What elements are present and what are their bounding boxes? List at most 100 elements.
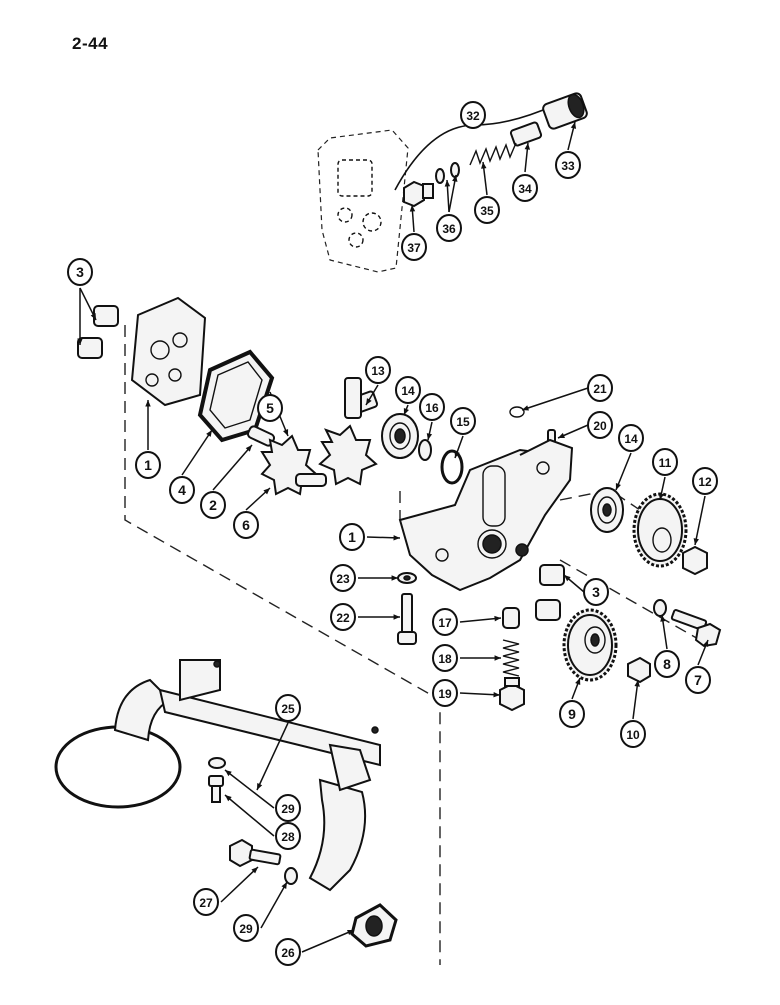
callout-circle: [275, 938, 301, 966]
plug-19: [499, 677, 525, 712]
washer-8: [653, 599, 667, 617]
callout-number: 7: [694, 672, 702, 688]
callout-number: 3: [76, 264, 84, 280]
callout-circle: [685, 666, 711, 694]
callout-arrowhead: [493, 691, 500, 698]
callout-20: 20: [587, 411, 613, 439]
callout-number: 27: [199, 896, 213, 910]
callout-circle: [436, 214, 462, 242]
callout-arrowhead: [615, 483, 621, 490]
callout-4: 4: [169, 476, 195, 504]
callout-number: 16: [425, 401, 439, 415]
plug-37: [403, 180, 434, 208]
callout-number: 4: [178, 482, 186, 498]
callout-circle: [559, 700, 585, 728]
callout-13: 13: [365, 356, 391, 384]
callout-labels: 3233343536373142651314161521201411121232…: [67, 101, 718, 966]
callout-number: 34: [518, 182, 532, 196]
callout-6: 6: [233, 511, 259, 539]
callout-2: 2: [200, 491, 226, 519]
callout-circle: [419, 393, 445, 421]
callout-leader-line: [256, 722, 289, 791]
drive-gear-11: [632, 492, 688, 568]
callout-circle: [330, 603, 356, 631]
callout-circle: [233, 914, 259, 942]
callout-circle: [654, 650, 680, 678]
callout-leader-line: [260, 881, 288, 929]
callout-26: 26: [275, 938, 301, 966]
idler-gear-9: [562, 608, 618, 682]
callout-number: 26: [281, 946, 295, 960]
callout-1: 1: [135, 451, 161, 479]
callout-arrowhead: [660, 615, 666, 622]
callout-10: 10: [620, 720, 646, 748]
callout-arrowhead: [658, 493, 665, 500]
callout-arrowhead: [494, 655, 501, 661]
callout-number: 3: [592, 584, 600, 600]
valve-gasket-outline: [317, 129, 409, 273]
callout-circle: [432, 679, 458, 707]
callout-leaders: [77, 121, 709, 953]
callout-arrowhead: [281, 882, 287, 889]
callout-7: 7: [685, 666, 711, 694]
callout-arrowhead: [263, 488, 270, 495]
callout-arrowhead: [409, 205, 416, 212]
bushings-3-top: [77, 305, 119, 359]
callout-circle: [620, 720, 646, 748]
callout-circle: [200, 491, 226, 519]
callout-arrowhead: [257, 783, 263, 790]
callout-circle: [275, 822, 301, 850]
callout-leader-line: [615, 452, 632, 491]
bearing-14-right: [590, 487, 624, 533]
pump-cover-1: [130, 296, 207, 407]
callout-circle: [450, 407, 476, 435]
callout-number: 5: [266, 400, 274, 416]
callout-circle: [587, 411, 613, 439]
callout-22: 22: [330, 603, 356, 631]
callout-circle: [474, 196, 500, 224]
callout-arrowhead: [558, 432, 565, 438]
bolt-22: [397, 593, 417, 645]
plunger-17: [502, 607, 520, 629]
callout-circle: [135, 451, 161, 479]
callout-29: 29: [233, 914, 259, 942]
bushing-3-lower-a: [539, 564, 565, 586]
callout-leader-line: [632, 679, 639, 720]
callout-5: 5: [257, 394, 283, 422]
callout-number: 14: [401, 384, 415, 398]
callout-arrowhead: [393, 614, 400, 620]
suction-tube-25: [54, 659, 381, 892]
gasket-4: [197, 349, 275, 443]
callout-arrowhead: [634, 680, 640, 687]
callout-17: 17: [432, 608, 458, 636]
callout-arrowhead: [426, 433, 433, 440]
callout-leader-line: [459, 692, 501, 696]
callout-number: 28: [281, 830, 295, 844]
callout-number: 29: [239, 922, 253, 936]
callout-number: 12: [698, 475, 712, 489]
callout-circle: [275, 694, 301, 722]
callout-leader-line: [224, 794, 275, 837]
shaft-13: [344, 377, 379, 419]
callout-number: 32: [466, 109, 480, 123]
callout-circle: [339, 523, 365, 551]
callout-arrowhead: [522, 405, 529, 411]
callout-16: 16: [419, 393, 445, 421]
callout-number: 18: [438, 652, 452, 666]
callout-3: 3: [583, 578, 609, 606]
callout-leader-line: [220, 866, 259, 903]
callout-arrowhead: [225, 795, 232, 802]
callout-number: 10: [626, 728, 640, 742]
callout-number: 23: [336, 572, 350, 586]
callout-arrowhead: [90, 313, 96, 320]
pump-gear-5: [318, 424, 378, 486]
callout-35: 35: [474, 196, 500, 224]
washer-29-upper: [208, 757, 226, 769]
callout-number: 19: [438, 687, 452, 701]
callout-number: 29: [281, 802, 295, 816]
callout-3: 3: [67, 258, 93, 286]
callout-21: 21: [587, 374, 613, 402]
o-ring-21: [509, 406, 525, 418]
spring-18: [502, 639, 520, 677]
callout-circle: [67, 258, 93, 286]
